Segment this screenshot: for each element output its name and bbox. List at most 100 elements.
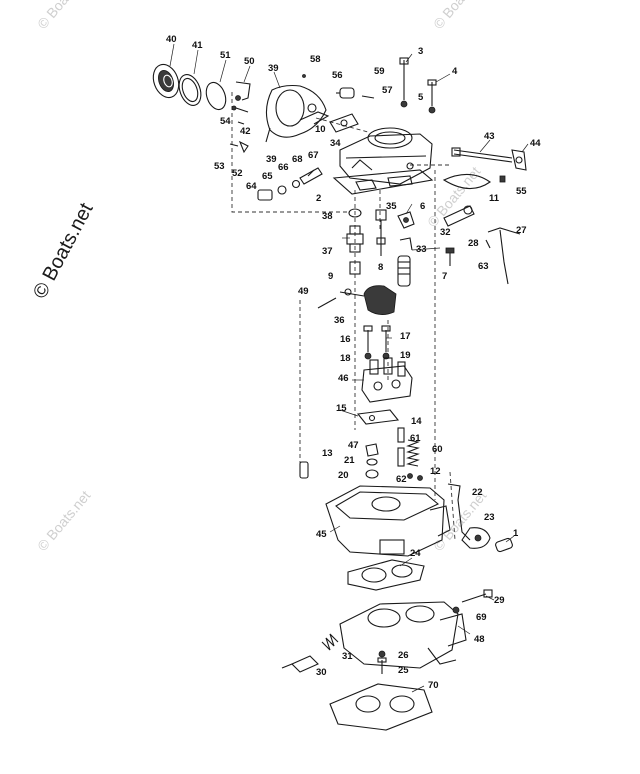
callout-48: 48	[474, 634, 485, 645]
callout-34: 34	[330, 138, 341, 149]
callout-31: 31	[342, 651, 353, 662]
main-body-45	[325, 485, 451, 557]
callout-42: 42	[240, 126, 251, 137]
throttle-lever-44	[511, 149, 527, 171]
callout-2: 2	[316, 193, 321, 204]
callout-30: 30	[316, 667, 327, 678]
choke-cover-40	[152, 63, 180, 99]
callout-55: 55	[516, 186, 527, 197]
callout-5: 5	[418, 92, 424, 103]
gasket-38	[348, 208, 362, 218]
callout-60: 60	[432, 444, 443, 455]
callout-13: 13	[322, 448, 333, 459]
callout-3: 3	[418, 46, 423, 57]
watermark-mid-right: © Boats.net	[424, 163, 483, 230]
jet-47-21-20	[365, 443, 379, 479]
callout-39b: 39	[266, 154, 277, 165]
pump-lever-6	[397, 211, 415, 229]
screws-3-4-5	[399, 57, 437, 114]
metering-body-46	[361, 357, 413, 403]
choke-plate-11	[442, 173, 491, 190]
callout-32: 32	[440, 227, 451, 238]
callout-59: 59	[374, 66, 385, 77]
callout-7: 7	[442, 271, 447, 282]
callout-62: 62	[396, 474, 407, 485]
pump-plunger-35	[375, 209, 387, 256]
callout-65: 65	[262, 171, 273, 182]
callout-70: 70	[428, 680, 439, 691]
watermark-faint-group: © Boats.net © Boats.net © Boats.net © Bo…	[34, 0, 489, 554]
callout-20: 20	[338, 470, 349, 481]
callout-23: 23	[484, 512, 495, 523]
callout-28: 28	[468, 238, 479, 249]
callout-12: 12	[430, 466, 441, 477]
piston-56-59	[302, 74, 375, 99]
callout-43: 43	[484, 131, 495, 142]
screw-26-25	[377, 650, 387, 674]
link-rod-22	[447, 483, 471, 541]
callout-51: 51	[220, 50, 231, 61]
check-ball-62-12	[407, 473, 423, 481]
watermark-lower-left: © Boats.net	[34, 487, 93, 554]
callout-61: 61	[410, 433, 421, 444]
callout-labels: 1 2 3 4 5 6 7 8 9 10 11 12 13 14 15 16 1…	[166, 34, 541, 691]
callout-16: 16	[340, 334, 351, 345]
pin-14	[397, 427, 405, 443]
callout-29: 29	[494, 595, 505, 606]
callout-36: 36	[334, 315, 345, 326]
choke-gasket-41	[178, 74, 202, 106]
screw-53-52-54	[229, 121, 249, 154]
callout-46: 46	[338, 373, 349, 384]
callout-64: 64	[246, 181, 257, 192]
callout-69: 69	[476, 612, 487, 623]
fuel-inlet-33	[397, 237, 413, 287]
gasket-15	[356, 409, 400, 425]
callout-50: 50	[244, 56, 255, 67]
leader-lines	[169, 43, 529, 693]
callout-35: 35	[386, 201, 397, 212]
screw-13	[299, 461, 309, 479]
gasket-10	[329, 113, 359, 133]
callout-22: 22	[472, 487, 483, 498]
callout-45: 45	[316, 529, 327, 540]
callout-10: 10	[315, 124, 326, 135]
callout-24: 24	[410, 548, 421, 559]
callout-39a: 39	[268, 63, 279, 74]
callout-38: 38	[322, 211, 333, 222]
screw-55	[499, 175, 506, 183]
throttle-body-48	[339, 601, 467, 669]
callout-66: 66	[278, 162, 289, 173]
callout-6: 6	[420, 201, 425, 212]
gasket-24	[347, 559, 425, 591]
callout-37: 37	[322, 246, 333, 257]
screw-7	[445, 247, 455, 266]
check-ball-9	[349, 261, 361, 275]
callout-68: 68	[292, 154, 303, 165]
watermark-top-left: © Boats.net	[34, 0, 93, 32]
float-36	[339, 285, 397, 315]
callout-27: 27	[516, 225, 527, 236]
screws-16-17-18-19	[363, 325, 391, 360]
callout-4: 4	[452, 66, 458, 77]
callout-67: 67	[308, 150, 319, 161]
watermark-top-right: © Boats.net	[430, 0, 489, 32]
callout-47: 47	[348, 440, 359, 451]
airhorn-gasket-2	[332, 169, 434, 195]
callout-56: 56	[332, 70, 343, 81]
callout-21: 21	[344, 455, 355, 466]
pin-49	[317, 297, 337, 309]
callout-57: 57	[382, 85, 393, 96]
callout-53: 53	[214, 161, 225, 172]
base-gasket-70	[329, 683, 433, 731]
screw-1	[495, 537, 513, 553]
choke-lever-50	[235, 81, 251, 101]
jet-37	[346, 225, 364, 253]
callout-26: 26	[398, 650, 409, 661]
screw-65-64	[257, 179, 301, 201]
callout-15: 15	[336, 403, 347, 414]
lever-23	[461, 527, 491, 549]
callout-25: 25	[398, 665, 409, 676]
callout-40: 40	[166, 34, 177, 45]
callout-9: 9	[328, 271, 333, 282]
callout-17: 17	[400, 331, 411, 342]
